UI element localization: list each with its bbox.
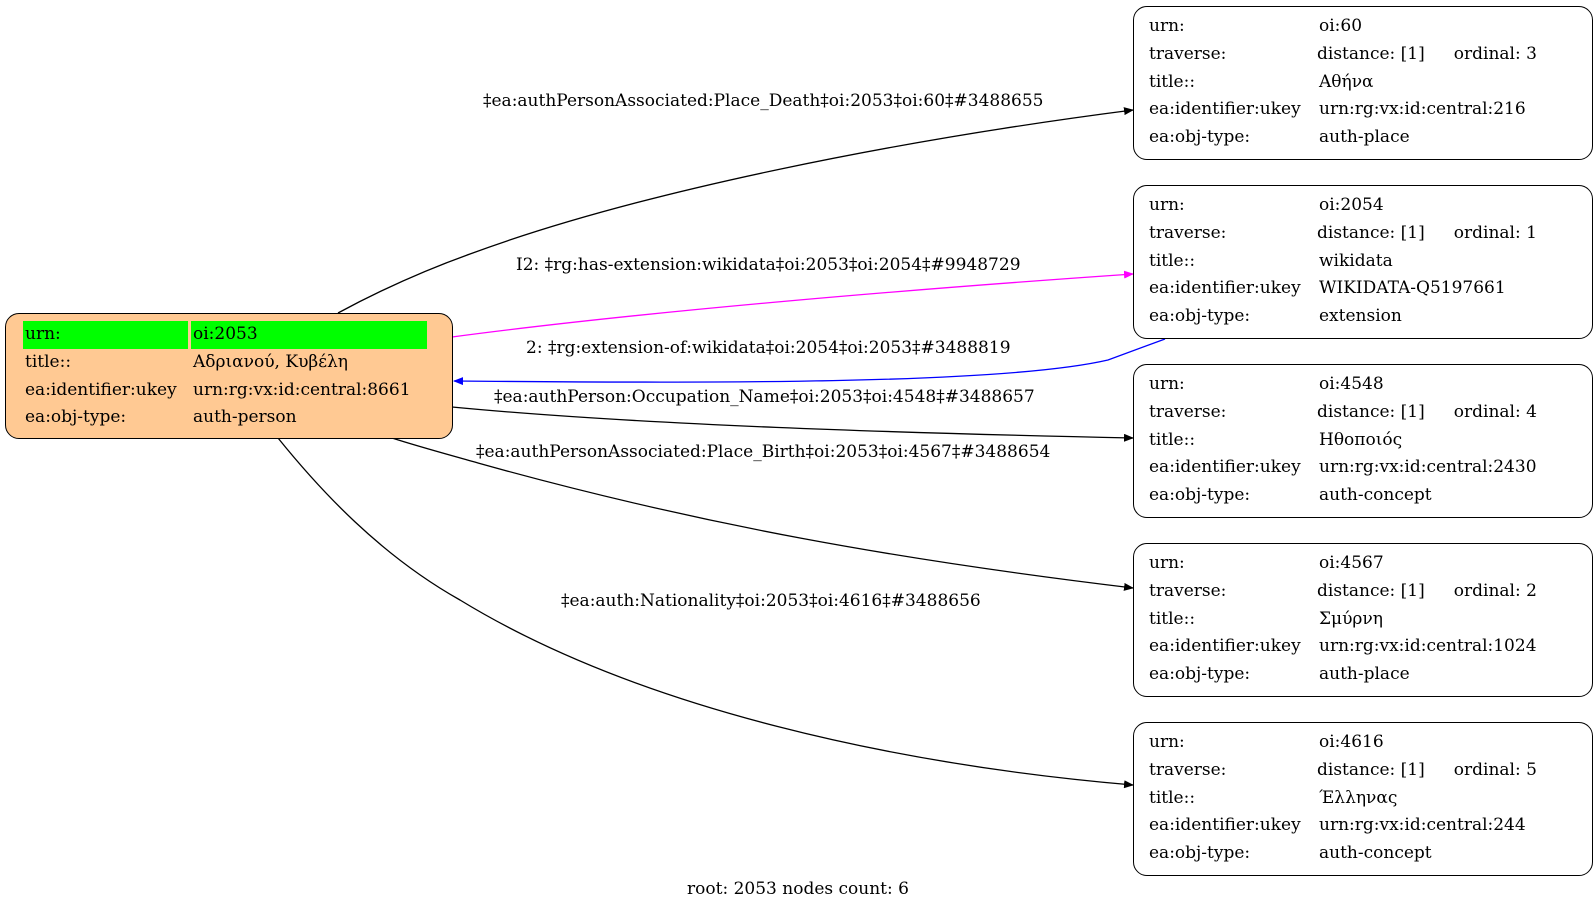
row-key: traverse: (1149, 580, 1227, 601)
node-distance: distance: [1] (1317, 401, 1425, 422)
row-key: title:: (1149, 787, 1196, 808)
graph-footer: root: 2053 nodes count: 6 (687, 879, 909, 899)
node-ordinal: ordinal: 4 (1453, 401, 1537, 422)
row-key: traverse: (1149, 401, 1227, 422)
node-table: urn: oi:60 traverse: distance: [1] ordinal:… (1145, 13, 1539, 152)
node-obj-type: auth-place (1319, 127, 1410, 148)
edge-place-death (337, 107, 1134, 314)
row-key: title:: (1149, 429, 1196, 450)
row-value: urn:rg:vx:id:central:8661 (193, 379, 411, 400)
row-key: urn: (1149, 374, 1185, 394)
row-key: ea:identifier:ukey (25, 379, 177, 400)
node-urn: oi:4616 (1319, 732, 1384, 752)
node-title: Έλληνας (1319, 787, 1398, 808)
node-title: wikidata (1319, 250, 1393, 271)
edge-label-extension-of: 2: ‡rg:extension-of:wikidata‡oi:2054‡oi:… (526, 338, 1011, 358)
node-table: urn: oi:4616 traverse: distance: [1] ordina… (1145, 729, 1539, 868)
node-oi-4567[interactable]: urn: oi:4567 traverse: distance: [1] ordina… (1133, 543, 1593, 697)
node-oi-4548[interactable]: urn: oi:4548 traverse: distance: [1] ordina… (1133, 364, 1593, 518)
row-key: urn: (1149, 553, 1185, 573)
row-key: ea:identifier:ukey (1149, 815, 1301, 836)
row-key: ea:obj-type: (1149, 664, 1251, 685)
row-key: ea:identifier:ukey (1149, 636, 1301, 657)
node-ukey: urn:rg:vx:id:central:244 (1319, 815, 1526, 836)
node-distance: distance: [1] (1317, 580, 1425, 601)
row-key: ea:obj-type: (1149, 485, 1251, 506)
node-obj-type: auth-place (1319, 664, 1410, 685)
node-traverse: distance: [1] ordinal: 5 (1317, 757, 1537, 785)
node-ordinal: ordinal: 5 (1453, 759, 1537, 780)
row-key: title:: (1149, 608, 1196, 629)
node-title: Αθήνα (1319, 71, 1374, 92)
row-key: title:: (1149, 71, 1196, 92)
node-ordinal: ordinal: 3 (1453, 43, 1537, 64)
edge-nationality (277, 437, 1134, 789)
node-obj-type: auth-concept (1319, 485, 1432, 506)
node-obj-type: extension (1319, 306, 1402, 327)
node-traverse: distance: [1] ordinal: 3 (1317, 41, 1537, 69)
node-traverse: distance: [1] ordinal: 1 (1317, 220, 1537, 248)
row-key: ea:obj-type: (25, 407, 127, 428)
node-ukey: urn:rg:vx:id:central:216 (1319, 99, 1526, 120)
node-urn: oi:60 (1319, 16, 1363, 36)
row-key: urn: (1149, 195, 1185, 215)
node-urn: oi:4548 (1319, 374, 1384, 394)
row-key: title:: (1149, 250, 1196, 271)
node-oi-60[interactable]: urn: oi:60 traverse: distance: [1] ordinal:… (1133, 6, 1593, 160)
row-key: ea:identifier:ukey (1149, 457, 1301, 478)
node-table: urn: oi:2054 traverse: distance: [1] ordina… (1145, 192, 1539, 331)
node-distance: distance: [1] (1317, 43, 1425, 64)
node-title: Ηθοποιός (1319, 429, 1403, 450)
node-ukey: WIKIDATA-Q5197661 (1319, 278, 1506, 299)
edge-label-has-extension: I2: ‡rg:has-extension:wikidata‡oi:2053‡o… (516, 255, 1021, 275)
row-value: Αδριανού, Κυβέλη (193, 351, 348, 372)
node-traverse: distance: [1] ordinal: 2 (1317, 578, 1539, 606)
node-traverse: distance: [1] ordinal: 4 (1317, 399, 1539, 427)
node-obj-type: auth-concept (1319, 843, 1432, 864)
node-ukey: urn:rg:vx:id:central:1024 (1319, 636, 1537, 657)
root-row-title: title:: Αδριανού, Κυβέλη (23, 349, 427, 377)
edge-label-occupation: ‡ea:authPerson:Occupation_Name‡oi:2053‡o… (494, 387, 1035, 407)
edge-occupation (451, 406, 1134, 442)
row-key: urn: (1149, 16, 1185, 36)
node-table: urn: oi:4567 traverse: distance: [1] ordina… (1145, 550, 1541, 689)
edge-label-nationality: ‡ea:auth:Nationality‡oi:2053‡oi:4616‡#34… (561, 591, 981, 611)
root-node[interactable]: urn: oi:2053 title:: Αδριανού, Κυβέλη ea… (5, 313, 453, 439)
edge-extension-of (453, 338, 1166, 386)
node-distance: distance: [1] (1317, 759, 1425, 780)
node-urn: oi:4567 (1319, 553, 1384, 573)
edge-has-extension (451, 270, 1134, 338)
row-key: urn: (1149, 732, 1185, 752)
row-key: ea:obj-type: (1149, 843, 1251, 864)
node-urn: oi:2054 (1319, 195, 1384, 215)
row-key: traverse: (1149, 759, 1227, 780)
node-ordinal: ordinal: 2 (1453, 580, 1537, 601)
root-node-table: urn: oi:2053 title:: Αδριανού, Κυβέλη ea… (20, 321, 430, 432)
edge-label-place-death: ‡ea:authPersonAssociated:Place_Death‡oi:… (483, 91, 1044, 111)
node-oi-2054[interactable]: urn: oi:2054 traverse: distance: [1] ordina… (1133, 185, 1593, 339)
row-key: ea:identifier:ukey (1149, 99, 1301, 120)
root-row-ukey: ea:identifier:ukey urn:rg:vx:id:central:… (23, 377, 427, 405)
node-title: Σμύρνη (1319, 608, 1383, 629)
node-table: urn: oi:4548 traverse: distance: [1] ordina… (1145, 371, 1541, 510)
row-key: traverse: (1149, 43, 1227, 64)
edge-label-place-birth: ‡ea:authPersonAssociated:Place_Birth‡oi:… (476, 442, 1051, 462)
node-ukey: urn:rg:vx:id:central:2430 (1319, 457, 1537, 478)
row-key: traverse: (1149, 222, 1227, 243)
root-row-obj-type: ea:obj-type: auth-person (23, 404, 427, 432)
row-value: auth-person (193, 407, 297, 428)
node-distance: distance: [1] (1317, 222, 1425, 243)
row-key: ea:obj-type: (1149, 127, 1251, 148)
row-key: urn: (23, 321, 188, 349)
node-ordinal: ordinal: 1 (1453, 222, 1537, 243)
edge-place-birth (391, 437, 1134, 591)
row-key: ea:identifier:ukey (1149, 278, 1301, 299)
row-value: oi:2053 (191, 321, 427, 349)
row-key: ea:obj-type: (1149, 306, 1251, 327)
node-oi-4616[interactable]: urn: oi:4616 traverse: distance: [1] ordina… (1133, 722, 1593, 876)
row-key: title:: (25, 351, 72, 372)
root-row-urn: urn: oi:2053 (23, 321, 427, 349)
